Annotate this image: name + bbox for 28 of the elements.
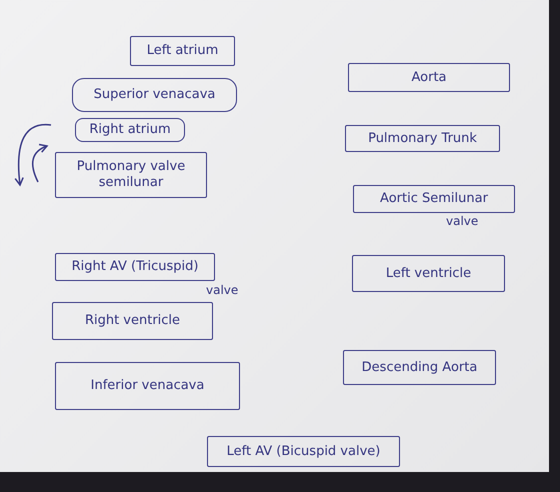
handwritten-box [55,152,207,198]
handwritten-box [55,253,215,281]
box-label: Aortic Semilunar [380,191,488,207]
box-label: Pulmonary valve semilunar [76,159,186,191]
handwritten-box [52,302,213,340]
box-label: Descending Aorta [362,360,478,376]
handwritten-box [72,78,237,112]
handwritten-box [130,36,235,66]
box-label: Pulmonary Trunk [368,130,477,146]
box-label: Superior venacava [94,87,216,103]
handwritten-box [345,125,500,152]
box-label: Right ventricle [84,313,180,329]
handwritten-box [207,436,400,467]
handwritten-box [55,362,240,410]
handwritten-box [348,63,510,92]
box-label: Aorta [411,70,447,86]
handwritten-box [75,118,185,142]
box-label: Right AV (Tricuspid) [72,259,198,275]
box-label: Left AV (Bicuspid valve) [226,444,380,460]
box-label: Right atrium [89,122,171,138]
box-label: Left ventricle [386,266,472,282]
box-label: Left atrium [146,43,218,59]
handwritten-box [343,350,496,385]
side-note: valve [446,214,478,228]
handwritten-box [353,185,515,213]
side-note: valve [206,283,238,297]
handwritten-box [352,255,505,292]
box-label: Inferior venacava [90,378,204,394]
